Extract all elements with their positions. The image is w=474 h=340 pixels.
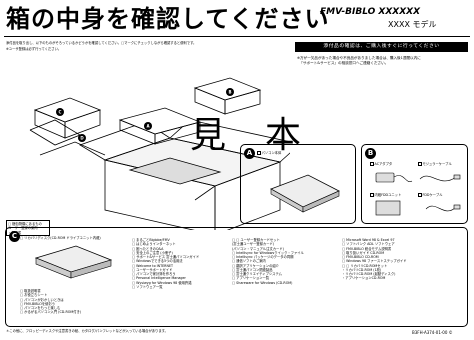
checklist-item[interactable]: □ 取扱説明書 (20, 289, 41, 293)
svg-text:C: C (59, 110, 62, 115)
checklist-item[interactable]: □ □ ユーザー登録カードセット (232, 238, 280, 242)
checklist-item: (パソコン・マニュアル注文カード) (232, 246, 284, 251)
intro-text: 添付品を取り出し、以下のものがそろっているかどうかを確認してください。□マークに… (6, 41, 197, 45)
panel-a-item[interactable]: パソコン本体 (257, 151, 281, 155)
item-label: パソコン本体 (261, 151, 282, 155)
checklist-item[interactable]: □ FMV-BIBLO CD-ROM (342, 255, 379, 259)
intro-note: ※ユーザ登録は必ず行ってください。 (6, 47, 62, 51)
checklist-item[interactable]: □ Welcome to INTERNET (132, 263, 174, 268)
checklist-item[interactable]: □ Windows 98 ファーストステップガイド (342, 259, 407, 264)
warning-text: ※万が一欠品があった場合や不良品がありました場合は、購入後1週間以内に 『サポー… (297, 56, 421, 65)
brand-logo: FMV-BIBLO XXXXXX (320, 7, 421, 17)
checklist-col-3: □ □ ユーザー登録カードセット (富士通ユーザー登録カード) (パソコン・マニ… (232, 238, 304, 285)
panel-c-marker: C (9, 231, 20, 242)
header-divider (4, 36, 470, 37)
checkbox[interactable] (370, 162, 374, 166)
checklist-item: ・アプリケーションCD-ROM (342, 276, 386, 281)
checklist-col-1-lower: □ 取扱説明書 □ お役立ちシート □ パソコンがおかしいときは □ FMV-B… (20, 289, 81, 315)
model-name: XXXX モデル (388, 20, 437, 29)
checklist-item[interactable]: □ Shareware for Windows (CD-ROM) (232, 280, 293, 285)
checklist-item[interactable]: □ Windowsでできる5つの活用法 (132, 259, 183, 264)
sample-watermark: 見 (190, 115, 227, 156)
checklist-item: (富士通ユーザー登録カード) (232, 242, 275, 247)
checklist-item[interactable]: □ ソフトウェア一覧 (132, 284, 163, 289)
checklist-item[interactable]: □ サポート&サービス 富士通パソコンガイド (132, 255, 200, 259)
checklist-item[interactable]: □ Wysiwyg for Windows 98 使用許諾 (132, 280, 192, 285)
accessory-illustrations (375, 172, 461, 216)
laptop-illustration (270, 174, 340, 213)
svg-text:B: B (228, 90, 231, 95)
svg-text:A: A (146, 124, 150, 129)
checklist-item: ・リカバリCD-ROM (1枚) (342, 267, 382, 272)
footnote: ＊この他に、フロッピーディスクや注意書きの紙、カタログ/パンフレットなどが入って… (6, 329, 168, 333)
box-note-line: ユーザー登録の案内 (8, 226, 38, 231)
panel-b-marker: B (365, 148, 376, 159)
checklist-item: ・リカバリCD-ROM (起動ディスク) (342, 272, 396, 276)
panel-b-item[interactable]: モジュラーケーブル (418, 162, 452, 166)
sample-watermark: 本 (265, 115, 302, 156)
checklist-item[interactable]: □ お役立ちシート (20, 293, 48, 298)
panel-a: A パソコン本体 (240, 144, 356, 224)
item-label: ACアダプタ (374, 162, 393, 166)
checklist-item[interactable]: □ リカバリディスク(CD-ROM ドライブユニット内蔵) (20, 236, 101, 240)
checklist-item[interactable]: □ アプリケーション一覧 (232, 276, 270, 281)
checkbox[interactable] (418, 193, 422, 197)
checklist-item[interactable]: □ Microsoft Word 98 & Excel 97 (342, 238, 395, 242)
checklist-item[interactable]: □ ユーザーサポートガイド (132, 267, 173, 272)
item-label: モジュラーケーブル (422, 162, 452, 166)
panel-b: B ACアダプタ モジュラーケーブル 内蔵FDDユニット FDDケーブル (361, 144, 468, 224)
checklist-item[interactable]: □ Intellisync パッケージのデータの同期 (232, 255, 294, 259)
checklist-item[interactable]: □ 富士通クリエイティブシステム (232, 272, 282, 276)
checklist-item[interactable]: □ Intellisync for Windowsクイック・ファイル (232, 250, 304, 255)
checkbox[interactable] (418, 162, 422, 166)
checklist-item[interactable]: □ FMV-BIBLO 統合モデム説明書 (342, 246, 392, 251)
checklist-col-4: □ Microsoft Word 98 & Excel 97 □ ソフトバンク … (342, 238, 407, 281)
box-illustration: A B C D (29, 77, 290, 230)
panel-b-item[interactable]: FDDケーブル (418, 193, 442, 197)
checklist-col-1: □ リカバリディスク(CD-ROM ドライブユニット内蔵) (20, 236, 101, 240)
checklist-item[interactable]: □ Personal Intelligence Manager (132, 276, 186, 281)
box-note-line: □ 梱包物欄にあるもの (8, 222, 42, 226)
checklist-item[interactable]: □ FMV-BIBLOを使おう (20, 301, 56, 306)
checkbox[interactable] (257, 151, 261, 155)
part-number: B3FH-A374-01-00 © (412, 330, 453, 335)
checklist-item[interactable]: □ 安全上のご注意 (小冊子) (132, 250, 173, 255)
checklist-item[interactable]: □ 翻訳アプリケーションの紹介 (232, 263, 279, 268)
svg-text:D: D (80, 136, 84, 141)
warning-bar: 添付品の確認は、ご購入後すぐに行ってください (295, 42, 468, 52)
checklist-item[interactable]: □ 富士通パソコン関連製品 (232, 267, 273, 272)
page-title: 箱の中身を確認してください (6, 4, 330, 33)
item-label: FDDケーブル (422, 193, 443, 197)
panel-c: C (5, 227, 468, 327)
checklist-item[interactable]: □ まるごとBiglobe/FMV (132, 238, 170, 242)
checklist-item[interactable]: □ はじめようインターネット (132, 242, 176, 247)
item-label: 内蔵FDDユニット (374, 193, 402, 197)
checklist-item[interactable]: □ 困ったときのQ&A (132, 246, 164, 251)
checklist-item[interactable]: □ パソコンがおかしいときは (20, 297, 64, 302)
recovery-disk-illustration (34, 245, 113, 279)
panel-a-marker: A (244, 148, 255, 159)
checklist-item[interactable]: □ パソコンで家計簿を作ろう (132, 272, 176, 276)
checklist-item[interactable]: □ ソフトバンク ADL ソフトウェア (342, 242, 395, 247)
checkbox[interactable] (370, 193, 374, 197)
panel-b-item[interactable]: 内蔵FDDユニット (370, 193, 401, 197)
checklist-col-2: □ まるごとBiglobe/FMV □ はじめようインターネット □ 困ったとき… (132, 238, 199, 289)
panel-b-item[interactable]: ACアダプタ (370, 162, 392, 166)
checklist-item[interactable]: □ かるがるパソコン入門 (CD-ROM付き) (20, 310, 82, 315)
checklist-item[interactable]: □ □ リカバリCD-ROMセット (342, 263, 388, 268)
checklist-item[interactable]: □ 通信ソフトのご案内 (232, 259, 266, 264)
checklist-item[interactable]: □ 取り扱いガイド CD-ROM (342, 250, 385, 255)
checklist-item[interactable]: □ パソコンをもっと楽しむ (20, 306, 61, 310)
